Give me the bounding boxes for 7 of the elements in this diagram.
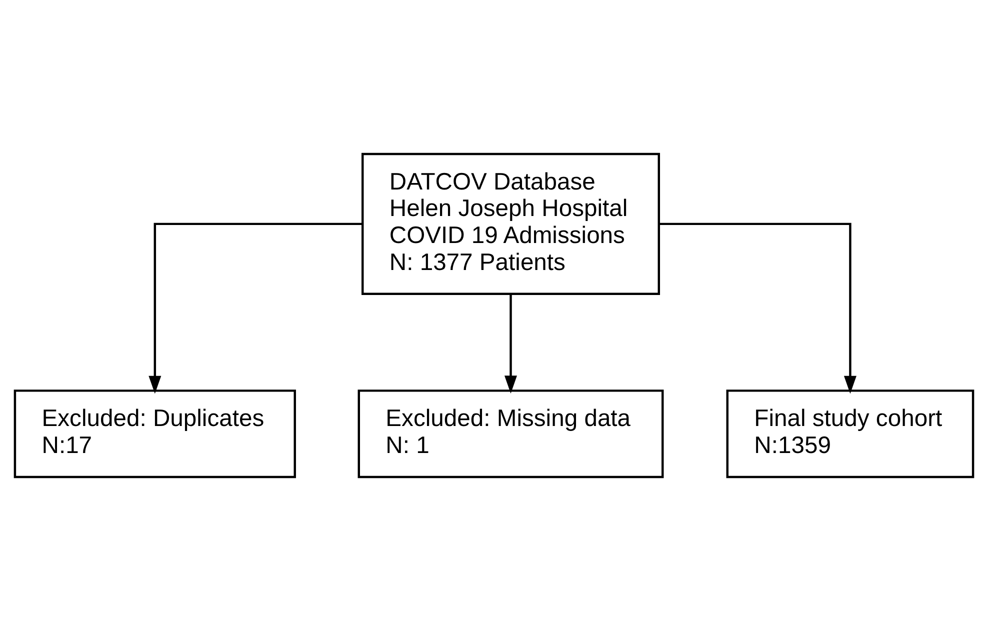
arrow <box>658 222 856 394</box>
arrow <box>504 294 517 394</box>
arrow <box>148 222 362 394</box>
node-box: Final study cohort N:1359 <box>726 389 974 478</box>
node-box: Excluded: Duplicates N:17 <box>13 389 296 478</box>
node-box: Excluded: Missing data N: 1 <box>357 389 664 478</box>
node-box: DATCOV Database Helen Joseph Hospital COVID 19 Admissions N: 1377 Patients <box>360 152 660 295</box>
